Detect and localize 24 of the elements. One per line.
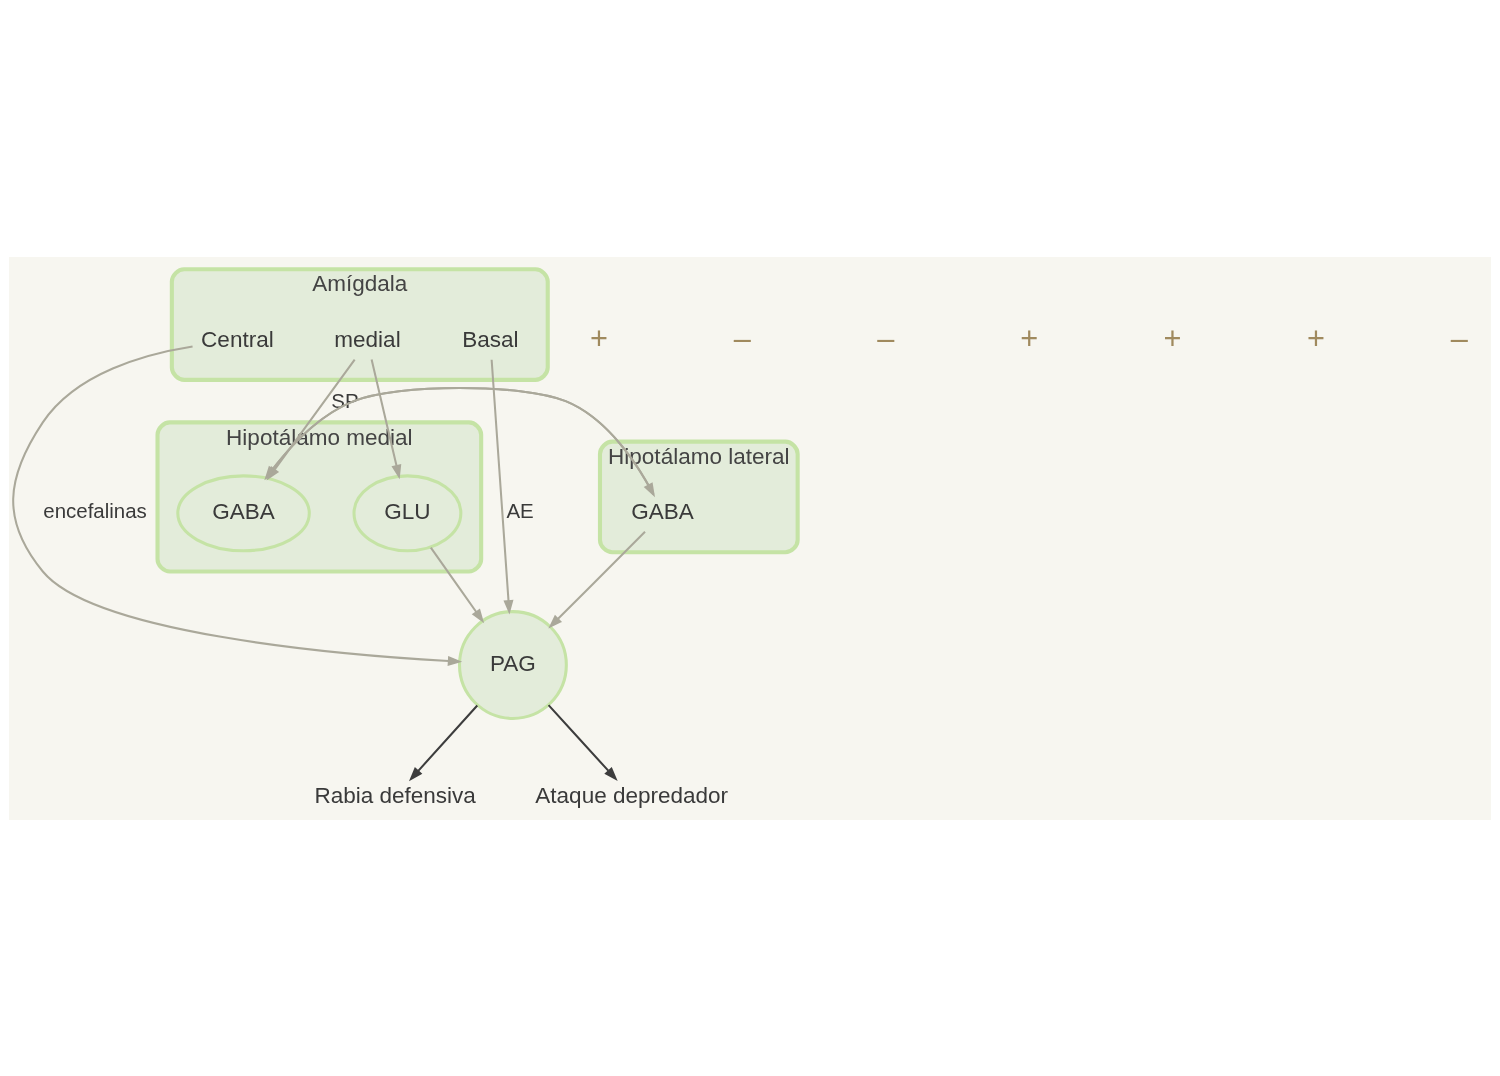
arrow [408,704,479,781]
node-text: medial [334,326,401,352]
edge-label: encefalinas [43,498,147,522]
arrow [430,546,485,623]
label: + [1163,320,1182,356]
arrow [547,703,618,781]
arrow [12,344,463,666]
label: + [1306,320,1325,356]
label: + [1020,320,1039,356]
arrow [548,530,646,629]
label: – [877,320,895,356]
edge-label: AE [506,498,534,522]
node-ellipse: GABA [176,473,311,552]
arrow [490,359,514,614]
node-text: GABA [631,498,694,524]
label: – [1450,320,1468,356]
node-text: Rabia defensiva [314,782,476,808]
label: + [589,320,608,356]
node-text: Central [201,326,274,352]
label: – [733,320,751,356]
node-text: Ataque depredador [535,782,729,808]
node-ellipse: GLU [352,473,463,552]
node-text: Basal [462,326,519,352]
arrow [370,358,402,479]
